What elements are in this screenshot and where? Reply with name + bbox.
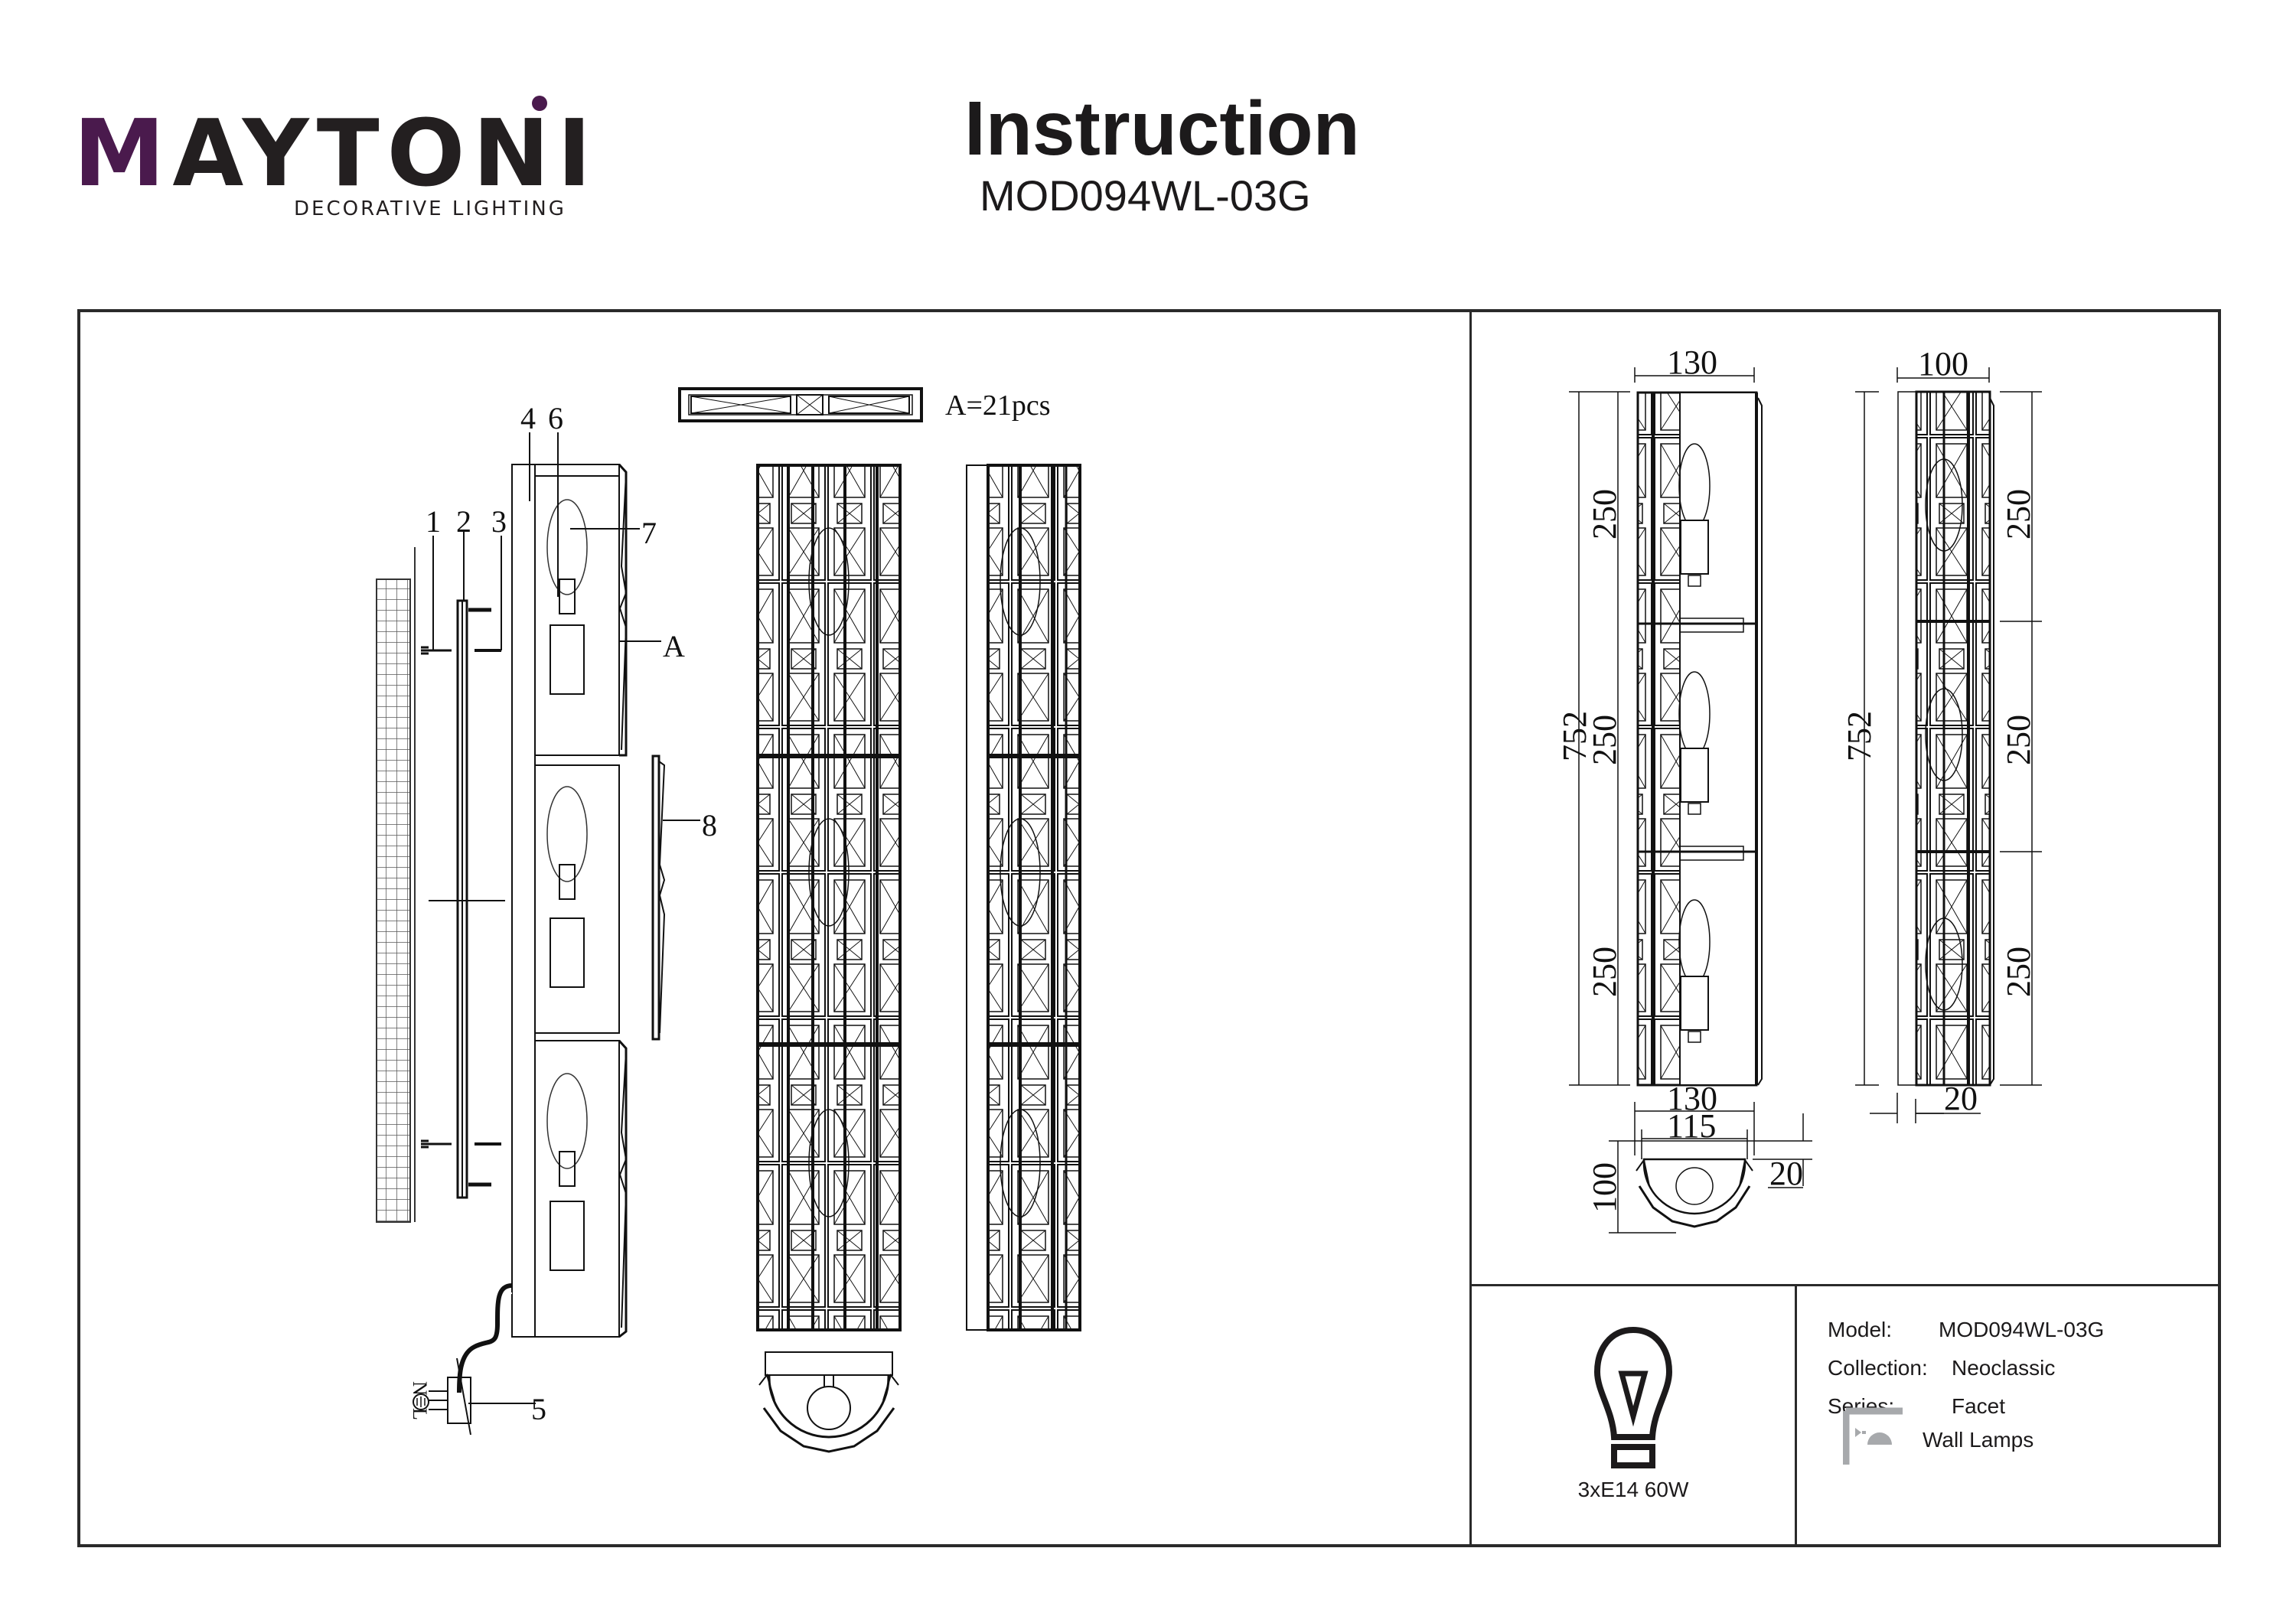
dim-plan-depth: 100 [1586,1162,1623,1213]
dim-plan-inner-width: 115 [1667,1107,1716,1145]
section-bottom [534,1039,628,1338]
spec-value: Facet [1952,1394,2006,1418]
brand-tagline: DECORATIVE LIGHTING [294,197,566,220]
category-label: Wall Lamps [1923,1428,2034,1452]
dim-side-section-1: 250 [2000,489,2037,539]
backplate [511,464,536,1338]
front-view [756,464,902,1331]
section-top [534,463,628,757]
crystal-element-a [678,387,923,422]
callout-2: 2 [456,504,471,539]
bulb-3 [1678,899,1711,1043]
panel-divider [1469,309,1472,1547]
spec-value: Neoclassic [1952,1356,2056,1380]
dim-front-section-1: 250 [1586,489,1623,539]
exploded-view: 1 2 3 [376,401,717,1436]
callout-4: 4 [520,401,536,435]
dim-front-total-height: 752 [1556,711,1593,761]
dim-front-width: 130 [1667,344,1717,381]
power-cable [457,1283,513,1393]
side-view [966,464,1081,1331]
spec-column-divider [1795,1284,1797,1547]
brand-letters: AYTON [172,101,557,207]
dim-plan-offset: 20 [1769,1155,1803,1192]
callout-a: A [663,629,685,663]
dim-side-section-3: 250 [2000,947,2037,997]
page-title: Instruction [964,86,1360,171]
dim-plan-outer-width: 130 [1667,1080,1717,1117]
callout-1: 1 [426,504,441,539]
callout-8: 8 [702,808,717,842]
dim-side-section-2: 250 [2000,715,2037,765]
crystal-count-label: A=21pcs [945,389,1051,422]
power-rating: 3xE14 60W [1577,1478,1689,1501]
fasteners-bottom [421,1139,501,1187]
power-block: 3xE14 60W [1473,1288,1793,1546]
dim-side-width: 100 [1918,345,1968,383]
part-8-panel [651,754,666,1041]
dim-front-section-3: 250 [1586,947,1623,997]
ground-icon [413,1393,429,1410]
bulb-1 [1678,443,1711,587]
spec-label: Collection: [1828,1356,1928,1380]
brand-letter-m: M [73,101,173,207]
spec-row-collection: Collection: Neoclassic [1828,1356,2055,1380]
bulb-icon [1593,1326,1673,1468]
wall-lamp-icon [1843,1407,1903,1465]
front-plan-view [758,1351,899,1453]
fasteners-top [421,608,501,655]
dimension-plan-view: 130 115 100 20 [1586,1080,1812,1234]
callout-5: 5 [531,1392,546,1426]
dimension-side-view: 100 752 250 250 250 20 [1841,345,2042,1123]
section-middle [534,764,620,1034]
drawing-frame [77,309,2221,1547]
dim-side-base-offset: 20 [1944,1080,1978,1117]
spec-label: Model: [1828,1318,1893,1341]
brand-logo: MAYTONI DECORATIVE LIGHTING [73,92,592,230]
brand-letter-i: I [557,101,599,207]
wall-surface [376,578,411,1223]
bulb-2 [1678,671,1711,815]
wire-label-n: N [409,1381,431,1396]
callout-6: 6 [548,401,563,435]
spec-row-model: Model: MOD094WL-03G [1828,1318,2104,1342]
dimension-front-view: 130 752 250 250 250 [1556,344,1763,1087]
spec-divider [1469,1284,2221,1286]
brand-wordmark: MAYTONI [73,109,599,200]
dim-side-total-height: 752 [1841,711,1878,761]
wire-label-l: L [409,1408,431,1420]
dim-front-section-2: 250 [1586,715,1623,765]
callout-7: 7 [641,516,657,550]
brand-dot-icon [532,96,547,111]
terminal-block [429,1357,471,1436]
model-subtitle: MOD094WL-03G [980,171,1311,220]
spec-value: MOD094WL-03G [1939,1318,2105,1341]
callout-3: 3 [491,504,507,539]
